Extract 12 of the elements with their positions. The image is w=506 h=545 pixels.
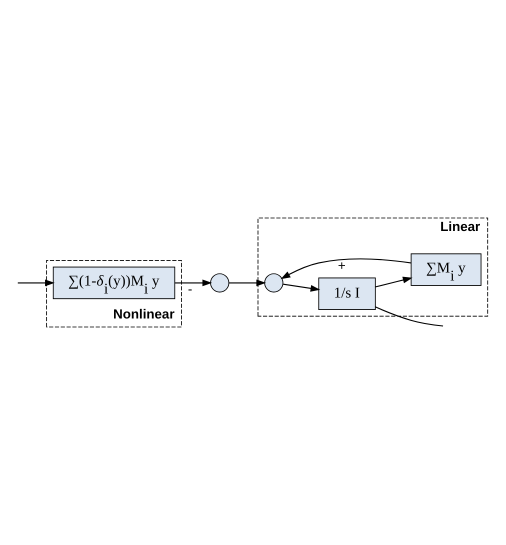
node-circle: [210, 273, 230, 292]
connector: [375, 306, 444, 327]
arrow: [375, 276, 413, 288]
arrow: [283, 284, 320, 292]
arrow: [280, 258, 412, 280]
edge-label: -: [188, 282, 192, 297]
edge-label: +: [338, 258, 346, 274]
arrow: [228, 280, 266, 286]
arrow: [175, 280, 212, 286]
arrow: [18, 280, 55, 286]
node-circle: [264, 273, 284, 292]
node-box: 1/s I: [318, 278, 376, 310]
